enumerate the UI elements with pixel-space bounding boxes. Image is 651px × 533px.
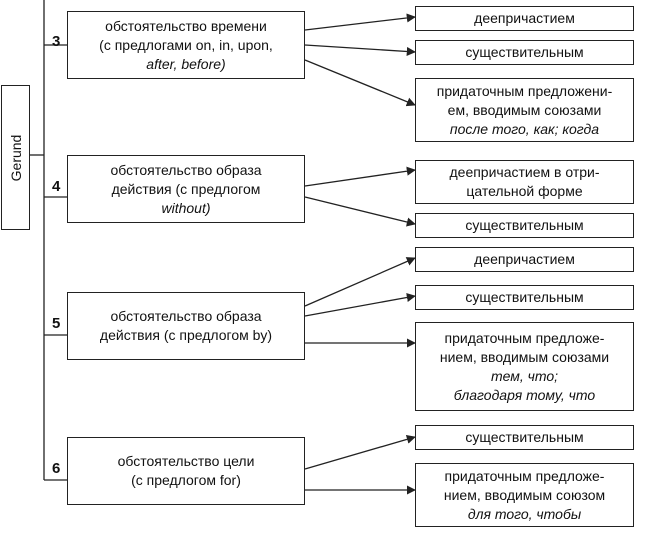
translation-line: существительным	[465, 289, 584, 305]
function-box-manner-by: обстоятельство образа действия (с предло…	[67, 292, 305, 360]
arrow-3	[304, 59, 416, 107]
translation-box: деепричастием	[415, 247, 634, 272]
group-number-3: 3	[52, 33, 61, 50]
function-line: without)	[161, 199, 211, 216]
gerund-root-box: Gerund	[1, 85, 30, 230]
gerund-label: Gerund	[7, 134, 24, 181]
translation-line: ем, вводимым союзами	[447, 101, 602, 118]
arrow-9	[304, 434, 416, 470]
translation-line: нием, вводимым союзами	[439, 348, 610, 365]
translation-line: существительным	[465, 44, 584, 60]
function-line-text: (с предлогами on, in, upon,	[99, 36, 273, 53]
translation-box: существительным	[415, 285, 634, 310]
translation-line: существительным	[465, 217, 584, 233]
arrow-2	[304, 44, 416, 57]
function-box-manner-without: обстоятельство образа действия (с предло…	[67, 155, 305, 223]
translation-box: существительным	[415, 40, 634, 65]
group-number-4: 4	[52, 178, 61, 195]
translation-box: деепричастием	[415, 6, 634, 31]
arrow-6	[304, 257, 416, 307]
function-line: обстоятельство образа	[110, 161, 262, 178]
group-number-6: 6	[52, 460, 61, 477]
arrow-1	[304, 13, 416, 31]
translation-line: придаточным предложени-	[436, 82, 613, 99]
function-line: (с предлогами on, in, upon,	[99, 36, 273, 55]
translation-line: деепричастием	[474, 251, 575, 267]
translation-line: деепричастием в отри-	[449, 164, 600, 180]
translation-box: придаточным предложе- нием, вводимым сою…	[415, 322, 634, 411]
translation-line: придаточным предложе-	[444, 329, 605, 346]
translation-box: придаточным предложени- ем, вводимым сою…	[415, 78, 634, 142]
translation-line: нием, вводимым союзом	[443, 486, 606, 503]
function-line: действия (с предлогом by)	[99, 327, 273, 343]
arrow-4	[304, 166, 416, 187]
translation-line: деепричастием	[474, 10, 575, 26]
function-line: after, before)	[146, 55, 226, 72]
translation-box: деепричастием в отри- цательной форме	[415, 160, 634, 204]
translation-line: придаточным предложе-	[444, 467, 605, 484]
translation-line: после того, как; когда	[449, 120, 600, 137]
translation-line: благодаря тому, что	[453, 386, 596, 403]
translation-line: тем, что;	[490, 367, 559, 384]
group-number-5: 5	[52, 315, 61, 332]
translation-line: цательной форме	[466, 183, 583, 199]
translation-box: существительным	[415, 213, 634, 238]
translation-box: придаточным предложе- нием, вводимым сою…	[415, 463, 634, 527]
arrow-5	[304, 196, 416, 227]
function-line: (с предлогом for)	[131, 472, 241, 488]
function-line: действия (с предлогом	[111, 180, 261, 197]
function-box-purpose: обстоятельство цели (с предлогом for)	[67, 437, 305, 505]
arrow-7	[304, 292, 416, 317]
translation-line: существительным	[465, 429, 584, 445]
function-box-time: обстоятельство времени (с предлогами on,…	[67, 11, 305, 79]
translation-line: для того, чтобы	[467, 505, 582, 522]
translation-box: существительным	[415, 425, 634, 450]
function-line: обстоятельство времени	[105, 17, 267, 34]
function-line: обстоятельство цели	[117, 453, 255, 469]
function-line: обстоятельство образа	[110, 308, 262, 324]
